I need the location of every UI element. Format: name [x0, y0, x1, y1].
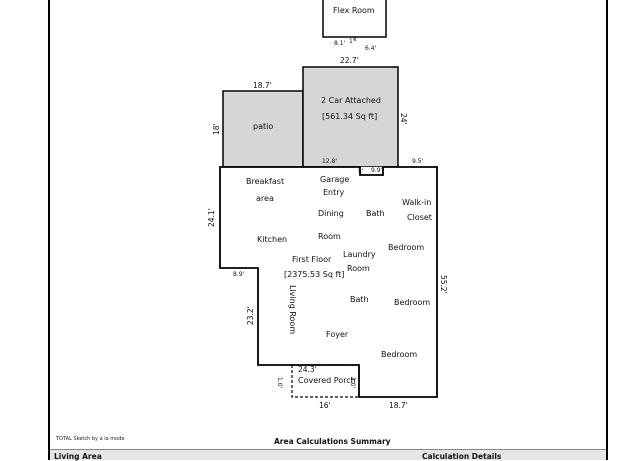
dim-patio-top: 18.7' — [253, 81, 272, 90]
dim-flex-left: 8.1' — [334, 40, 346, 47]
garage-entry-label-2: Entry — [323, 188, 345, 197]
dim-garage-top: 22.7' — [340, 56, 359, 65]
garage-area-label: [561.34 Sq ft] — [322, 112, 377, 121]
patio-shape — [222, 90, 304, 168]
dim-garage-small: 5' — [358, 168, 364, 175]
breakfast-label-2: area — [256, 194, 274, 203]
covered-porch-shape — [291, 364, 360, 398]
dim-right-long: 55.2' — [439, 275, 448, 294]
dim-garage-bottom-right: 9.9' — [371, 167, 383, 174]
bedroom-1-label: Bedroom — [388, 243, 424, 252]
dining-label: Dining — [318, 209, 344, 218]
summary-header-bar: Living Area Calculation Details — [50, 449, 606, 461]
dim-patio-left: 18' — [212, 123, 221, 135]
foyer-label: Foyer — [326, 330, 349, 339]
laundry-label-2: Room — [347, 264, 370, 273]
first-floor-outline — [219, 166, 438, 398]
sketch-credit: TOTAL Sketch by a la mode — [56, 436, 125, 442]
dim-left-upper: 24.1' — [207, 208, 216, 227]
dim-garage-right: 24' — [399, 113, 408, 125]
first-floor-label: First Floor — [292, 255, 332, 264]
walkin-label: Walk-in — [402, 198, 431, 207]
dim-garage-bottom-left: 12.8' — [322, 158, 337, 165]
covered-porch-label: Covered Porch — [298, 376, 356, 385]
dim-left-lower: 23.2' — [246, 306, 255, 325]
bedroom-3-label: Bedroom — [381, 350, 417, 359]
dim-porch-right: 2.0' — [349, 377, 356, 389]
garage-shape — [302, 66, 399, 168]
dim-flex-mid: 1' — [349, 38, 355, 45]
living-room-label: Living Room — [288, 285, 297, 334]
dim-porch-left: 1.0' — [276, 377, 283, 389]
summary-title: Area Calculations Summary — [274, 437, 391, 446]
walkin-label-2: Closet — [407, 213, 432, 222]
first-floor-area-label: [2375.53 Sq ft] — [284, 270, 344, 279]
bedroom-2-label: Bedroom — [394, 298, 430, 307]
garage-entry-label: Garage — [320, 175, 349, 184]
bath-top-label: Bath — [366, 209, 385, 218]
dim-left-step: 8.9' — [233, 271, 245, 278]
breakfast-label: Breakfast — [246, 177, 284, 186]
dim-flex-right: 6.4' — [365, 45, 377, 52]
laundry-label: Laundry — [343, 250, 376, 259]
dim-bottom-right: 18.7' — [389, 401, 408, 410]
garage-label: 2 Car Attached — [321, 96, 381, 105]
living-area-header: Living Area — [54, 452, 102, 461]
dim-bottom-left: 16' — [319, 401, 331, 410]
kitchen-label: Kitchen — [257, 235, 287, 244]
dim-right-small: 9.5' — [412, 158, 424, 165]
dining-label-2: Room — [318, 232, 341, 241]
bath-mid-label: Bath — [350, 295, 369, 304]
flex-room-label: Flex Room — [333, 6, 375, 15]
dim-porch-top: 24.3' — [298, 365, 317, 374]
calculation-details-header: Calculation Details — [422, 452, 502, 461]
patio-label: patio — [253, 122, 273, 131]
